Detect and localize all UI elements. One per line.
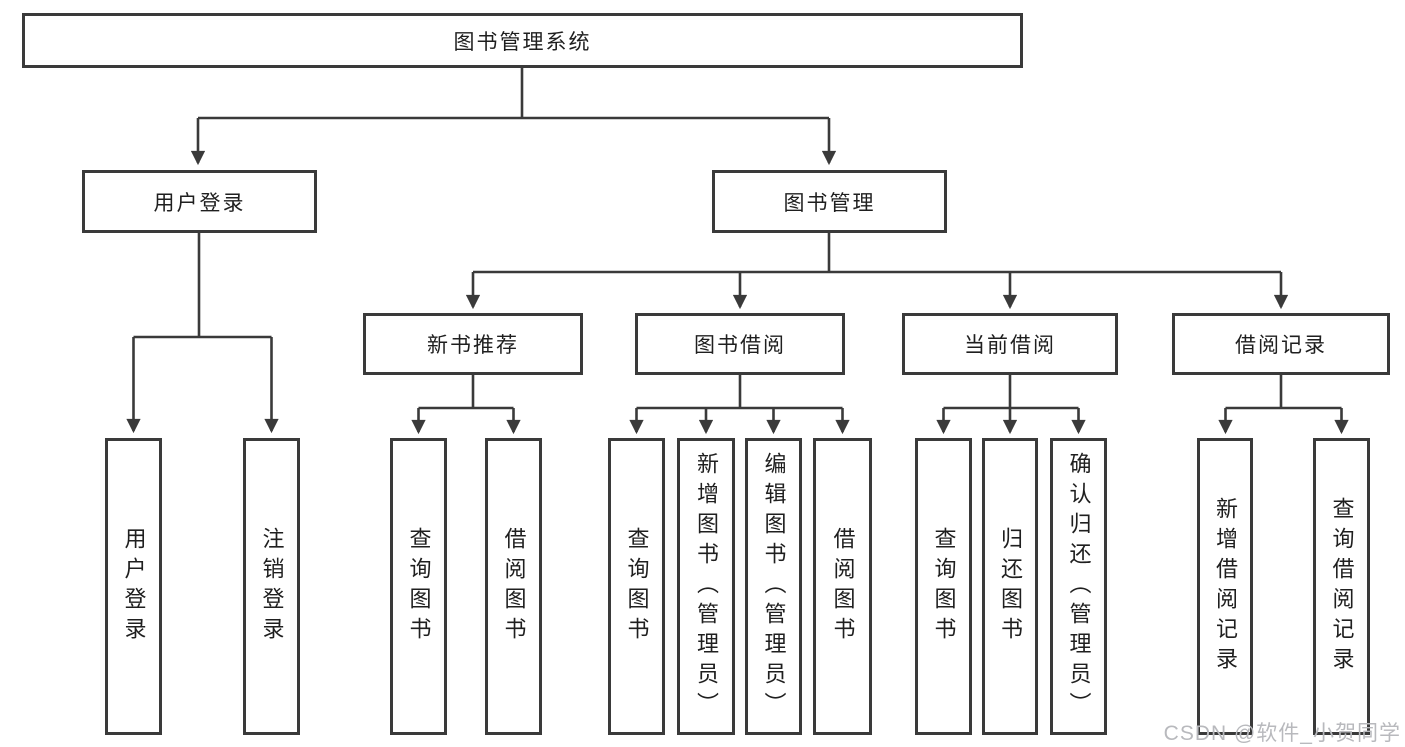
node-book-borrowing: 图书借阅	[635, 313, 845, 375]
node-book-borrowing-label: 图书借阅	[694, 334, 786, 357]
leaf-edit-book-admin-label: 编辑图书（管理员）	[761, 451, 787, 722]
node-borrowing-records: 借阅记录	[1172, 313, 1390, 375]
leaf-borrow-books-recommend-label: 借阅图书	[501, 526, 527, 647]
leaf-query-books-recommend: 查询图书	[390, 438, 447, 735]
leaf-add-borrow-record: 新增借阅记录	[1197, 438, 1253, 735]
leaf-logout-label: 注销登录	[259, 526, 285, 647]
leaf-borrow-books-borrowing-label: 借阅图书	[830, 526, 856, 647]
leaf-user-login: 用户登录	[105, 438, 162, 735]
connector-book-borrowing	[636, 375, 843, 410]
csdn-watermark: CSDN @软件_小贺同学	[1163, 722, 1401, 745]
node-borrowing-records-label: 借阅记录	[1235, 334, 1327, 357]
leaf-query-borrow-record: 查询借阅记录	[1313, 438, 1370, 735]
connector-current-borrowing	[943, 375, 1079, 410]
leaf-user-login-label: 用户登录	[121, 526, 147, 647]
node-root: 图书管理系统	[22, 13, 1023, 68]
leaf-confirm-return-admin: 确认归还（管理员）	[1050, 438, 1107, 735]
connector-user-login	[133, 233, 272, 339]
leaf-edit-book-admin: 编辑图书（管理员）	[745, 438, 802, 735]
connector-borrowing-records	[1225, 375, 1342, 410]
leaf-add-book-admin-label: 新增图书（管理员）	[694, 451, 719, 722]
node-book-management: 图书管理	[712, 170, 947, 233]
node-user-login-label: 用户登录	[153, 191, 246, 215]
node-user-login: 用户登录	[82, 170, 317, 233]
connector-book-management	[473, 233, 1281, 274]
leaf-borrow-books-recommend: 借阅图书	[485, 438, 542, 735]
leaf-query-books-current: 查询图书	[915, 438, 972, 735]
leaf-return-books: 归还图书	[982, 438, 1038, 735]
leaf-add-borrow-record-label: 新增借阅记录	[1213, 496, 1238, 677]
leaf-query-books-recommend-label: 查询图书	[406, 526, 432, 647]
node-new-book-recommend: 新书推荐	[363, 313, 583, 375]
leaf-return-books-label: 归还图书	[998, 526, 1023, 647]
leaf-add-book-admin: 新增图书（管理员）	[677, 438, 735, 735]
leaf-query-books-borrowing: 查询图书	[608, 438, 665, 735]
node-book-management-label: 图书管理	[783, 191, 876, 215]
node-current-borrowing-label: 当前借阅	[964, 334, 1056, 357]
leaf-borrow-books-borrowing: 借阅图书	[813, 438, 872, 735]
leaf-confirm-return-admin-label: 确认归还（管理员）	[1066, 451, 1092, 722]
leaf-query-borrow-record-label: 查询借阅记录	[1329, 496, 1355, 677]
leaf-query-books-borrowing-label: 查询图书	[624, 526, 650, 647]
node-root-label: 图书管理系统	[453, 30, 592, 54]
node-new-book-recommend-label: 新书推荐	[427, 334, 519, 357]
connector-root	[198, 68, 829, 120]
connector-new-book-recommend	[418, 375, 514, 410]
node-current-borrowing: 当前借阅	[902, 313, 1118, 375]
leaf-logout: 注销登录	[243, 438, 300, 735]
leaf-query-books-current-label: 查询图书	[931, 526, 957, 647]
